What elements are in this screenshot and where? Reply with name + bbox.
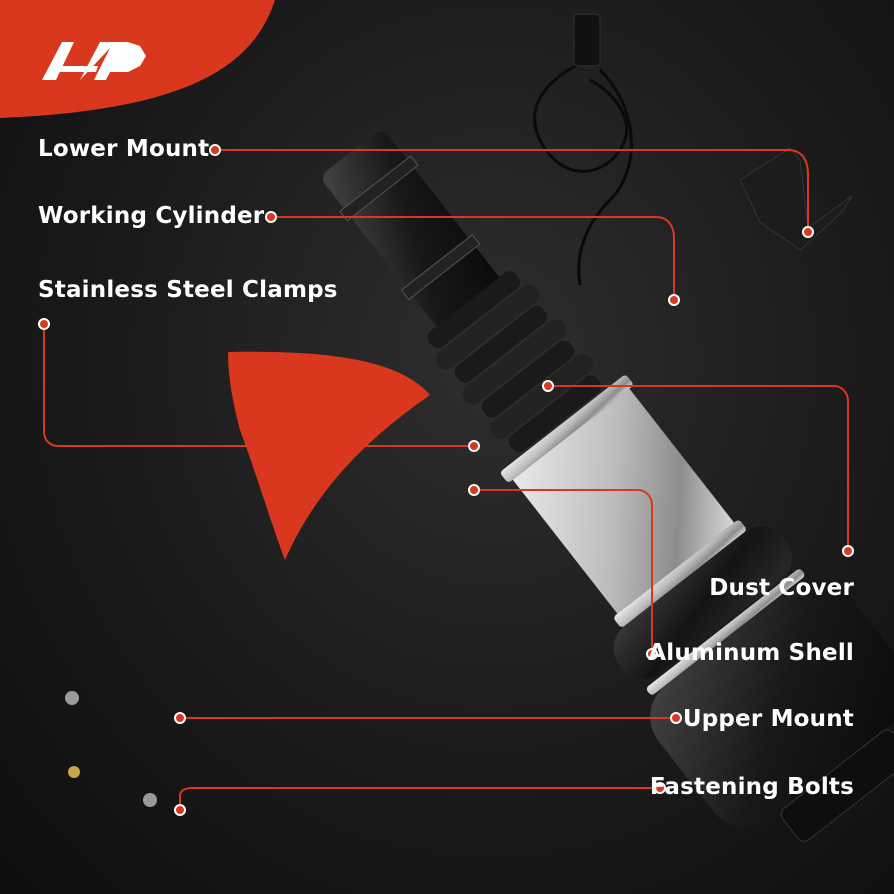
leader-lines bbox=[43, 149, 849, 810]
label-aluminum-shell: Aluminum Shell bbox=[648, 640, 854, 666]
leader-aluminum-shell bbox=[474, 489, 653, 654]
working-cylinder bbox=[323, 131, 502, 331]
upper-mount bbox=[650, 578, 894, 828]
dot-icon bbox=[646, 648, 658, 660]
shock-assembly bbox=[323, 131, 894, 842]
air-bag bbox=[613, 526, 792, 680]
dot-icon bbox=[668, 294, 680, 306]
dot-icon bbox=[670, 712, 682, 724]
fastening-bolt bbox=[143, 793, 157, 807]
leader-lower-mount bbox=[215, 149, 809, 232]
fastening-bolt bbox=[68, 766, 80, 778]
dot-icon bbox=[209, 144, 221, 156]
dot-icon bbox=[265, 211, 277, 223]
lower-mount-bracket bbox=[739, 147, 853, 251]
dot-icon bbox=[802, 226, 814, 238]
dot-icon bbox=[174, 804, 186, 816]
dust-cover-bellows bbox=[427, 271, 602, 453]
sensor-wire bbox=[533, 58, 633, 286]
label-working-cylinder: Working Cylinder bbox=[38, 203, 265, 229]
leader-stainless-clamps bbox=[43, 324, 474, 447]
red-accent-shape bbox=[228, 351, 430, 560]
aluminum-shell bbox=[512, 388, 735, 614]
sensor-connector bbox=[573, 13, 601, 67]
leader-working-cylinder bbox=[271, 216, 675, 300]
dot-icon bbox=[174, 712, 186, 724]
label-stainless-steel-clamps: Stainless Steel Clamps bbox=[38, 277, 338, 303]
dot-icon bbox=[654, 782, 666, 794]
fastening-bolt bbox=[65, 691, 79, 705]
label-dust-cover: Dust Cover bbox=[709, 575, 854, 601]
leader-fastening-bolts bbox=[179, 787, 660, 810]
dot-icon bbox=[38, 318, 50, 330]
stainless-clamp bbox=[501, 375, 633, 482]
label-fastening-bolts: Fastening Bolts bbox=[649, 774, 854, 800]
dot-icon bbox=[842, 545, 854, 557]
label-upper-mount: Upper Mount bbox=[682, 706, 854, 732]
leader-dust-cover bbox=[548, 385, 849, 551]
label-lower-mount: Lower Mount bbox=[38, 136, 210, 162]
dot-icon bbox=[542, 380, 554, 392]
ap-logo-icon bbox=[42, 42, 146, 80]
upper-mount-base bbox=[780, 729, 894, 842]
dot-icon bbox=[468, 484, 480, 496]
dot-icon bbox=[468, 440, 480, 452]
